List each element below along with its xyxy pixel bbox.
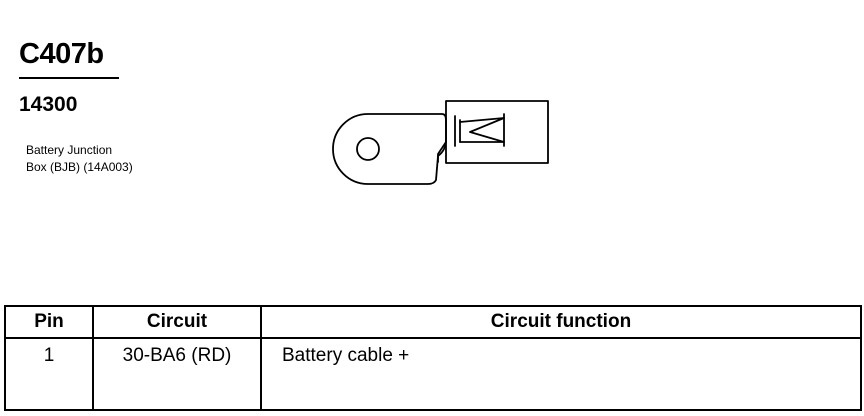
header-pin: Pin (4, 305, 94, 339)
wire-tail (437, 141, 447, 163)
description-line-1: Battery Junction (26, 143, 113, 157)
cell-circuit-function: Battery cable + (260, 337, 862, 411)
description-line-2: Box (BJB) (14A003) (26, 160, 133, 174)
cell-pin: 1 (4, 337, 94, 411)
ring-terminal-diagram (332, 100, 549, 185)
table-header-row: Pin Circuit Circuit function (4, 305, 862, 339)
pin-table: Pin Circuit Circuit function 1 30-BA6 (R… (4, 305, 862, 411)
connector-description: Battery Junction Box (BJB) (14A003) (26, 142, 133, 176)
table-row: 1 30-BA6 (RD) Battery cable + (4, 337, 862, 411)
connector-id: C407b (19, 38, 104, 70)
connector-id-underline (19, 77, 119, 79)
cell-circuit: 30-BA6 (RD) (92, 337, 262, 411)
part-number: 14300 (19, 93, 78, 116)
header-circuit: Circuit (92, 305, 262, 339)
crimp-v-shape (459, 117, 505, 143)
ring-hole (356, 137, 380, 161)
crimp-barrel (445, 100, 549, 164)
header-circuit-function: Circuit function (260, 305, 862, 339)
ring-terminal-outline (332, 113, 447, 185)
